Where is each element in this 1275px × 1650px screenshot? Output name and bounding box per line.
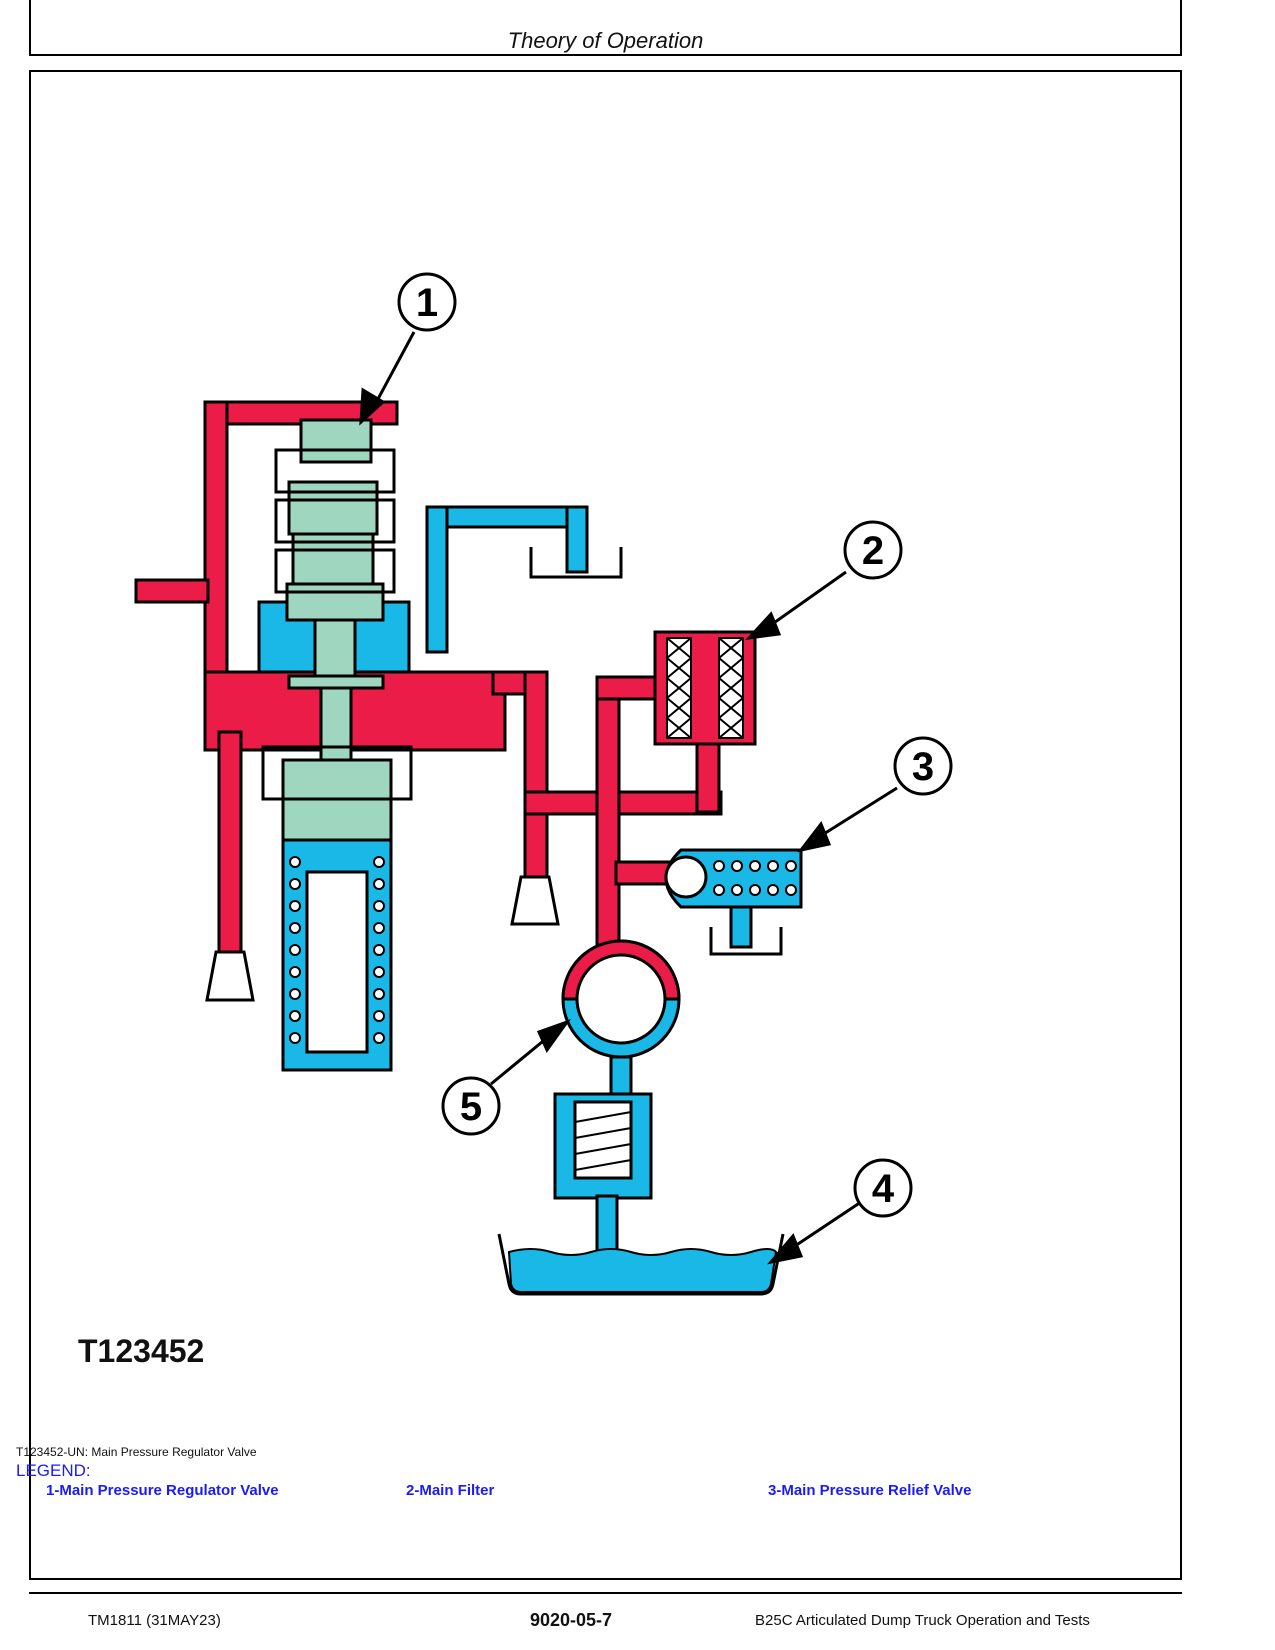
- main-filter: [653, 630, 757, 746]
- pressure-circuit: [134, 400, 723, 956]
- figure-caption: T123452-UN: Main Pressure Regulator Valv…: [16, 1445, 257, 1459]
- page-title: Theory of Operation: [507, 28, 704, 53]
- callout-labels: 1 2 3 4 5: [416, 281, 934, 1211]
- callouts: [359, 272, 953, 1265]
- valve-bore: [261, 448, 413, 801]
- legend-item-3: 3-Main Pressure Relief Valve: [768, 1482, 972, 1499]
- footer-rule: [29, 1592, 1182, 1594]
- tank-symbol: [529, 547, 623, 579]
- callout-3: 3: [912, 745, 934, 789]
- footer-page-number: 9020-05-7: [530, 1610, 613, 1630]
- page-header: Theory of Operation: [29, 0, 1182, 56]
- callout-1: 1: [416, 281, 438, 325]
- drain-cone: [205, 875, 560, 1002]
- legend-title: LEGEND:: [16, 1461, 91, 1480]
- callout-4: 4: [872, 1167, 895, 1211]
- figure-frame: 1 2 3 4 5: [29, 70, 1182, 1580]
- legend-item-1: 1-Main Pressure Regulator Valve: [46, 1482, 279, 1499]
- pump: [561, 939, 681, 1159]
- suction-strainer: [553, 1092, 653, 1258]
- callout-2: 2: [862, 529, 884, 573]
- legend-item-2: 2-Main Filter: [406, 1482, 495, 1499]
- callout-5: 5: [460, 1085, 482, 1129]
- footer-doc-title: B25C Articulated Dump Truck Operation an…: [755, 1612, 1090, 1629]
- spring-chamber: [281, 838, 393, 1072]
- reservoir: [497, 1233, 785, 1296]
- footer-doc-id: TM1811 (31MAY23): [88, 1612, 221, 1629]
- figure-id: T123452: [78, 1333, 205, 1369]
- regulator-spool: [281, 418, 393, 844]
- hydraulic-diagram: 1 2 3 4 5: [134, 272, 953, 1296]
- relief-valve: [664, 848, 803, 956]
